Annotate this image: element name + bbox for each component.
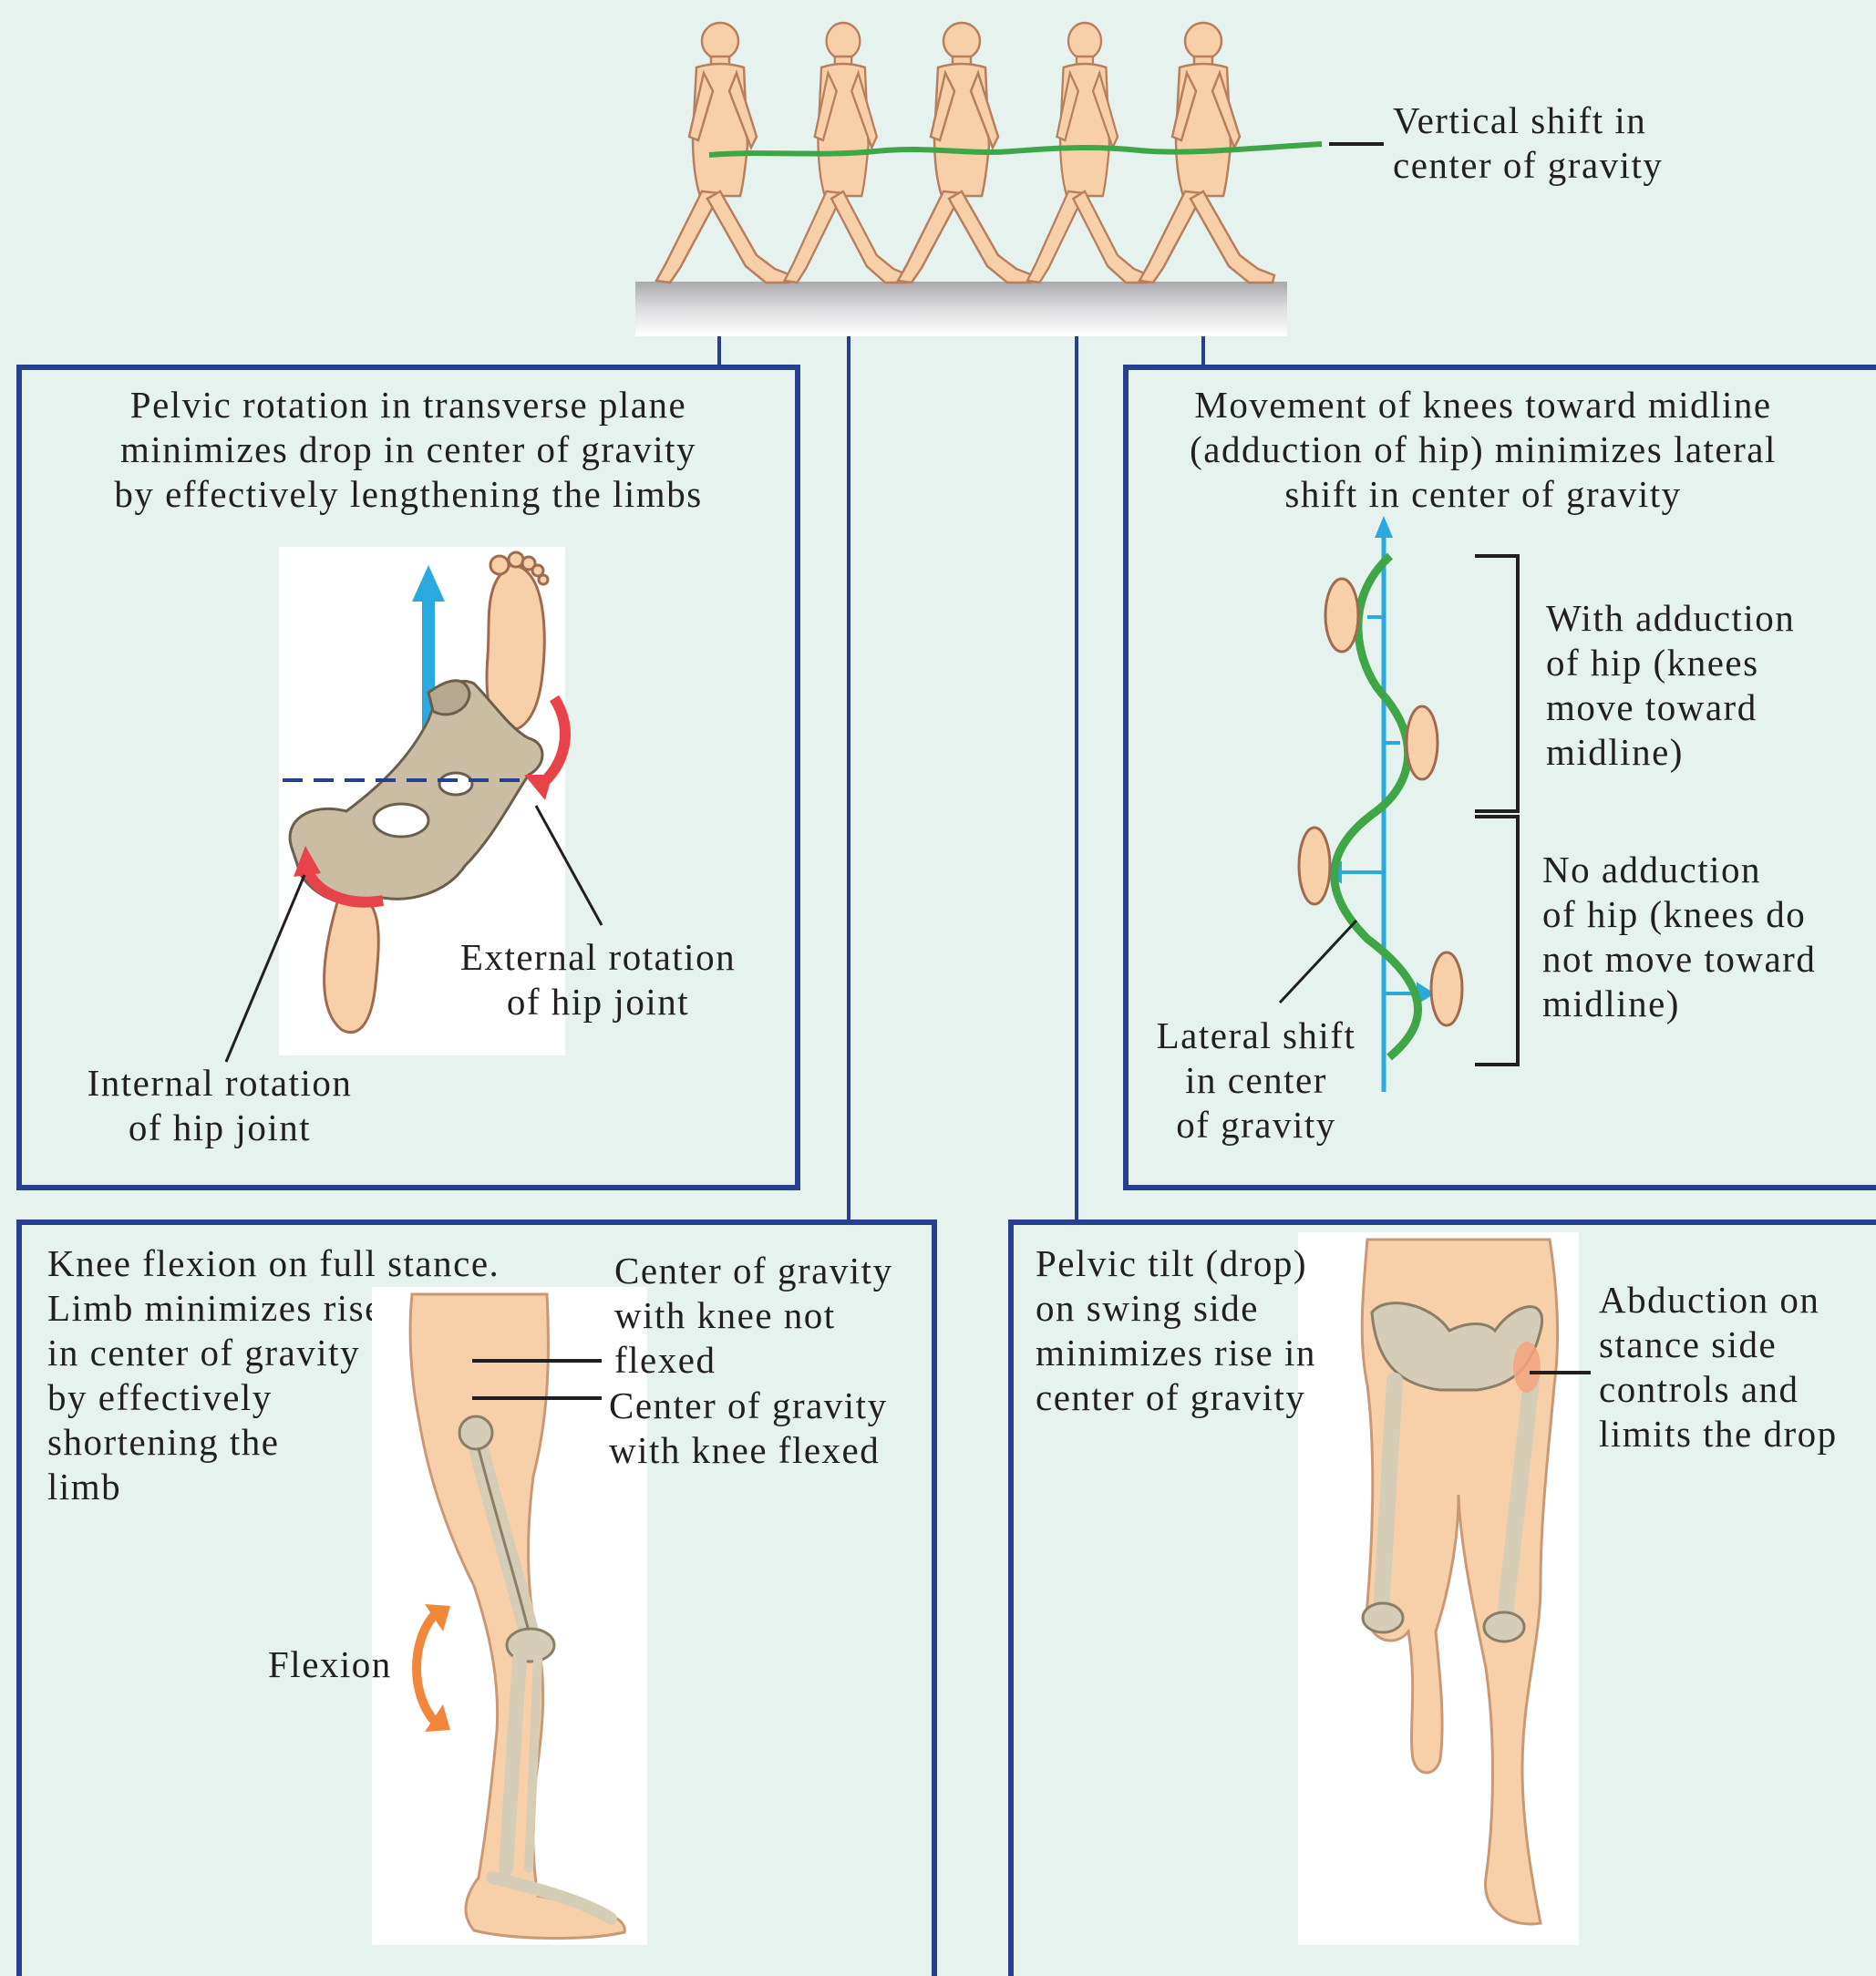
abduction-label: Abduction on stance side controls and li… <box>1599 1278 1838 1456</box>
leg-skeleton-icon <box>1362 1240 1557 1924</box>
